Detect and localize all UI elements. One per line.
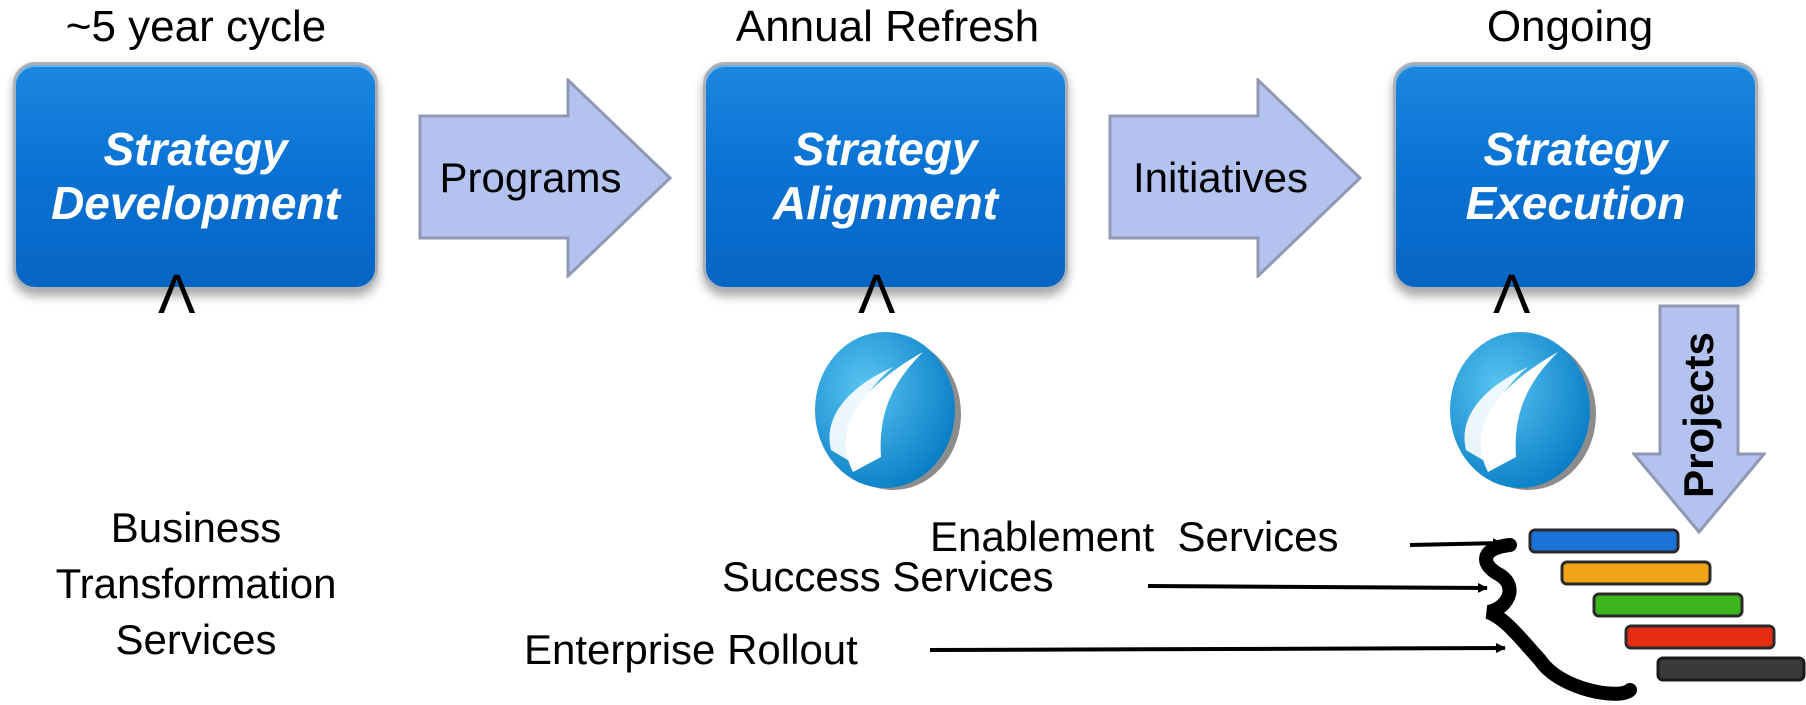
right-arrow-icon <box>1108 78 1363 278</box>
business-transformation-label: Business Transformation Services <box>0 500 392 668</box>
stage-box-alignment: Strategy Alignment <box>703 62 1068 290</box>
stage-title-line: Alignment <box>773 177 998 229</box>
stage-box-development: Strategy Development <box>13 62 378 290</box>
flow-label-programs: Programs <box>439 154 622 201</box>
right-arrow-icon <box>418 78 673 278</box>
cycle-label-execution: Ongoing <box>1486 2 1654 51</box>
connector-arrow-enablement <box>1409 538 1503 549</box>
stage-title-line: Strategy <box>103 123 288 175</box>
stage-title-execution: Strategy Execution <box>1396 122 1755 230</box>
caret-development: Λ <box>158 262 196 325</box>
stage-title-line: Execution <box>1465 177 1686 229</box>
logo-swirl-icon <box>793 322 968 497</box>
projects-down-arrow <box>1630 304 1768 535</box>
gantt-bar-blue <box>1528 528 1680 554</box>
stage-title-line: Development <box>51 177 340 229</box>
bt-line: Services <box>115 616 277 663</box>
flow-arrow-initiatives <box>1108 78 1368 278</box>
gantt-bar-green <box>1592 592 1744 618</box>
gantt-bar-red <box>1624 624 1776 650</box>
cycle-label-alignment: Annual Refresh <box>735 2 1040 51</box>
stage-title-alignment: Strategy Alignment <box>706 122 1065 230</box>
connector-arrow-success <box>1147 582 1488 593</box>
logo-swirl-icon <box>1428 322 1603 497</box>
cycle-label-development: ~5 year cycle <box>65 2 327 51</box>
stage-box-execution: Strategy Execution <box>1393 62 1758 290</box>
service-label-success: Success Services <box>722 553 1054 600</box>
flow-label-initiatives: Initiatives <box>1132 154 1309 201</box>
stage-title-line: Strategy <box>1483 123 1668 175</box>
bt-line: Transformation <box>55 560 337 607</box>
connector-arrow-rollout <box>929 643 1506 654</box>
gantt-bar-orange <box>1560 560 1712 586</box>
bt-line: Business <box>110 504 282 551</box>
caret-execution: Λ <box>1493 262 1531 325</box>
service-label-enablement: Enablement Services <box>930 513 1339 560</box>
stage-title-line: Strategy <box>793 123 978 175</box>
gantt-bar-black <box>1656 656 1806 682</box>
service-label-rollout: Enterprise Rollout <box>524 626 858 673</box>
down-arrow-icon <box>1630 304 1768 535</box>
caret-alignment: Λ <box>858 262 896 325</box>
brace-icon <box>1479 538 1637 701</box>
flow-arrow-programs <box>418 78 678 278</box>
stage-title-development: Strategy Development <box>16 122 375 230</box>
